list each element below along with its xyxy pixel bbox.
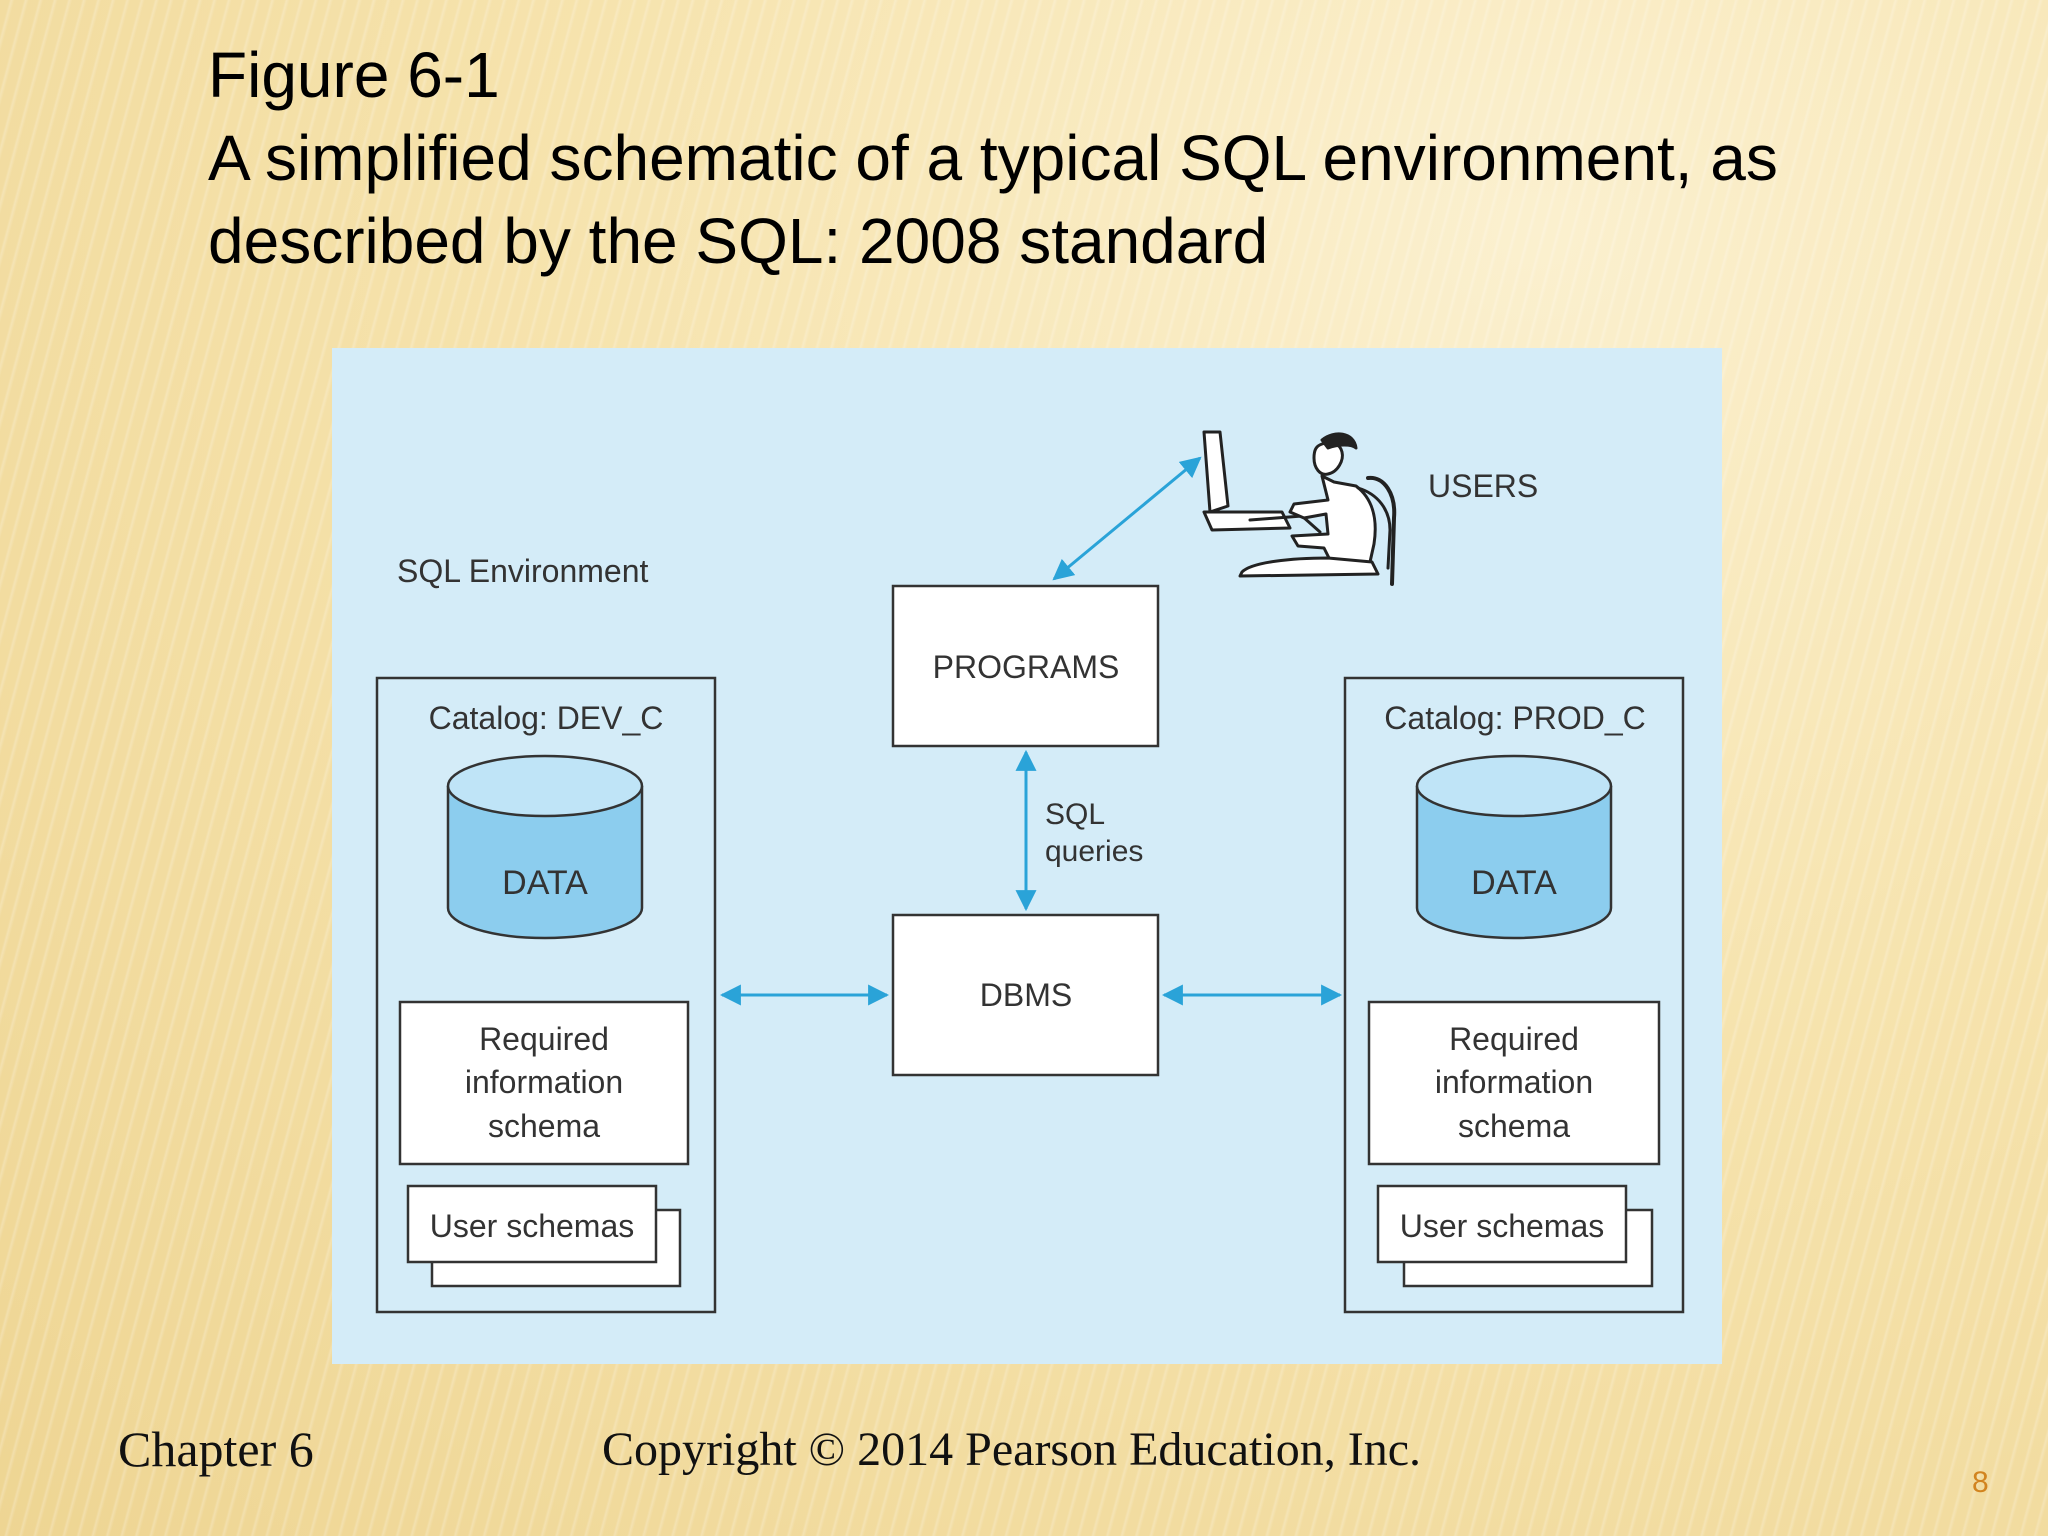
page-number: 8 [1972, 1466, 1989, 1499]
catalog-dev-c-title: Catalog: DEV_C [429, 700, 664, 736]
slide-title: Figure 6-1 A simplified schematic of a t… [208, 34, 1968, 283]
catalog-prod-c: Catalog: PROD_C DATA Required informatio… [1343, 676, 1685, 1314]
dbms-box [891, 913, 1160, 1077]
sql-environment-diagram: SQL Environment Catalog: DEV_C DATA Requ… [332, 348, 1722, 1364]
users-label: USERS [1428, 468, 1538, 504]
schema-line-1: Required [1449, 1021, 1579, 1057]
users-programs-arrow [1052, 456, 1202, 581]
schema-line-3: schema [488, 1108, 600, 1144]
title-line-2: A simplified schematic of a typical SQL … [208, 122, 1778, 194]
title-line-3: described by the SQL: 2008 standard [208, 205, 1269, 277]
sql-environment-label: SQL Environment [397, 553, 648, 589]
schema-line-3: schema [1458, 1108, 1570, 1144]
programs-label: PROGRAMS [933, 649, 1120, 685]
catalog-dev-c-frame [375, 676, 717, 1314]
required-information-schema-box [398, 1000, 690, 1166]
data-label: DATA [502, 864, 588, 902]
title-line-1: Figure 6-1 [208, 39, 500, 111]
user-schemas-box [406, 1184, 658, 1264]
user-schemas-label: User schemas [430, 1208, 635, 1244]
diagram-canvas: SQL Environment Catalog: DEV_C DATA Requ… [375, 430, 1685, 1314]
catalog-prod-c-frame [1343, 676, 1685, 1314]
catalog-dev-c: Catalog: DEV_C DATA Required information… [375, 676, 717, 1314]
required-information-schema-box [1367, 1000, 1661, 1166]
sql-queries-line-1: SQL [1045, 798, 1105, 831]
programs-box [891, 584, 1160, 748]
user-schemas-box [1376, 1184, 1628, 1264]
catalog-prod-c-title: Catalog: PROD_C [1384, 700, 1645, 736]
user-at-computer-icon [1202, 430, 1397, 586]
dbms-label: DBMS [980, 977, 1072, 1013]
schema-line-2: information [1435, 1064, 1593, 1100]
data-label: DATA [1471, 864, 1557, 902]
data-cylinder-icon [1415, 754, 1613, 940]
footer-copyright: Copyright © 2014 Pearson Education, Inc. [602, 1423, 1421, 1476]
user-schemas-label: User schemas [1400, 1208, 1605, 1244]
sql-queries-line-2: queries [1045, 835, 1143, 868]
footer-chapter: Chapter 6 [118, 1421, 314, 1477]
schema-line-1: Required [479, 1021, 609, 1057]
data-cylinder-icon [446, 754, 644, 940]
schema-line-2: information [465, 1064, 623, 1100]
